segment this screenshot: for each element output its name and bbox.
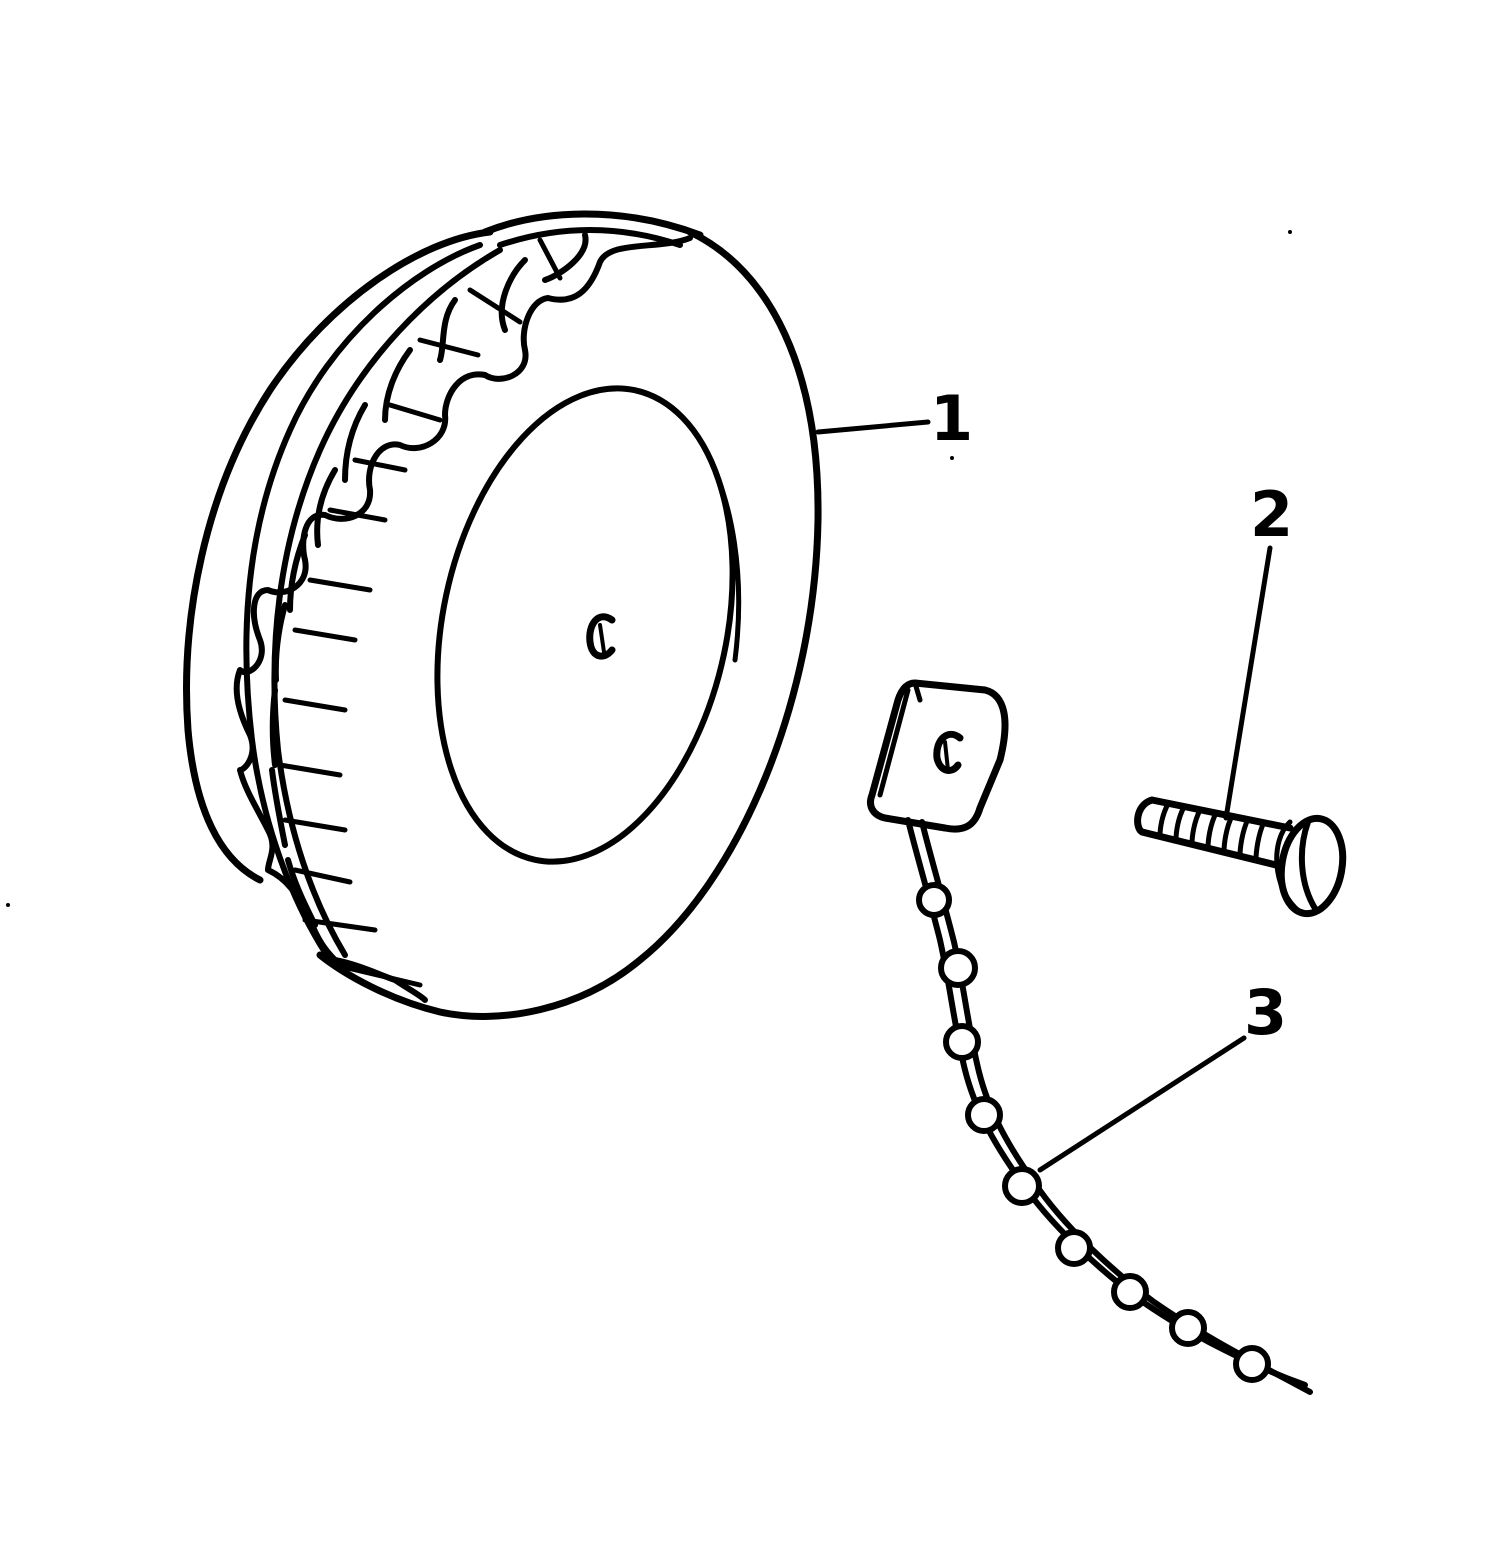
callout-2-number: 2 [1250, 478, 1293, 551]
fuel-cap [183, 210, 822, 1020]
cap-knurl-ridges [277, 237, 563, 988]
cap-top-edge-inner [497, 227, 683, 248]
scan-speck [6, 903, 10, 907]
chain-bead-7 [1111, 1273, 1149, 1311]
callout-3-leader [1037, 1035, 1247, 1173]
cap-center-face-highlight [697, 437, 742, 663]
cap-knurl-valleys [269, 232, 589, 928]
cap-face-outline [316, 228, 822, 1020]
screw [1134, 796, 1347, 918]
chain-bead-4 [965, 1096, 1003, 1134]
cap-back-rim [183, 228, 494, 884]
cap-knurl-scallops [233, 235, 693, 1003]
cap-center-rivet [586, 613, 616, 660]
scan-speck [1288, 230, 1292, 234]
callout-3-number: 3 [1244, 976, 1287, 1049]
cap-rim-band-inner [271, 247, 503, 958]
cap-center-face [434, 385, 736, 865]
screw-slot [1298, 819, 1319, 913]
chain-tab-edge [877, 680, 923, 798]
screw-head-side [1274, 819, 1303, 915]
cap-rim-band-outer [243, 242, 483, 963]
chain-bead-1 [916, 882, 952, 918]
chain-bead-3 [943, 1023, 981, 1061]
cap-top-edge [481, 210, 704, 239]
callout-1-number: 1 [930, 382, 973, 455]
callout-1-leader [815, 419, 931, 435]
chain-assembly [867, 679, 1313, 1395]
screw-threads [1157, 801, 1267, 863]
callout-2-leader [1223, 545, 1273, 821]
chain-bead-5 [1002, 1166, 1042, 1206]
screw-head [1277, 814, 1347, 918]
chain-strand-a [905, 817, 1308, 1388]
chain-bead-6 [1055, 1229, 1093, 1267]
chain-bead-9 [1233, 1345, 1271, 1383]
chain-tab [867, 679, 1009, 833]
chain-bead-8 [1169, 1309, 1207, 1347]
scan-speck [950, 456, 954, 460]
chain-bead-2 [938, 948, 978, 988]
chain-tab-hole [933, 730, 964, 774]
